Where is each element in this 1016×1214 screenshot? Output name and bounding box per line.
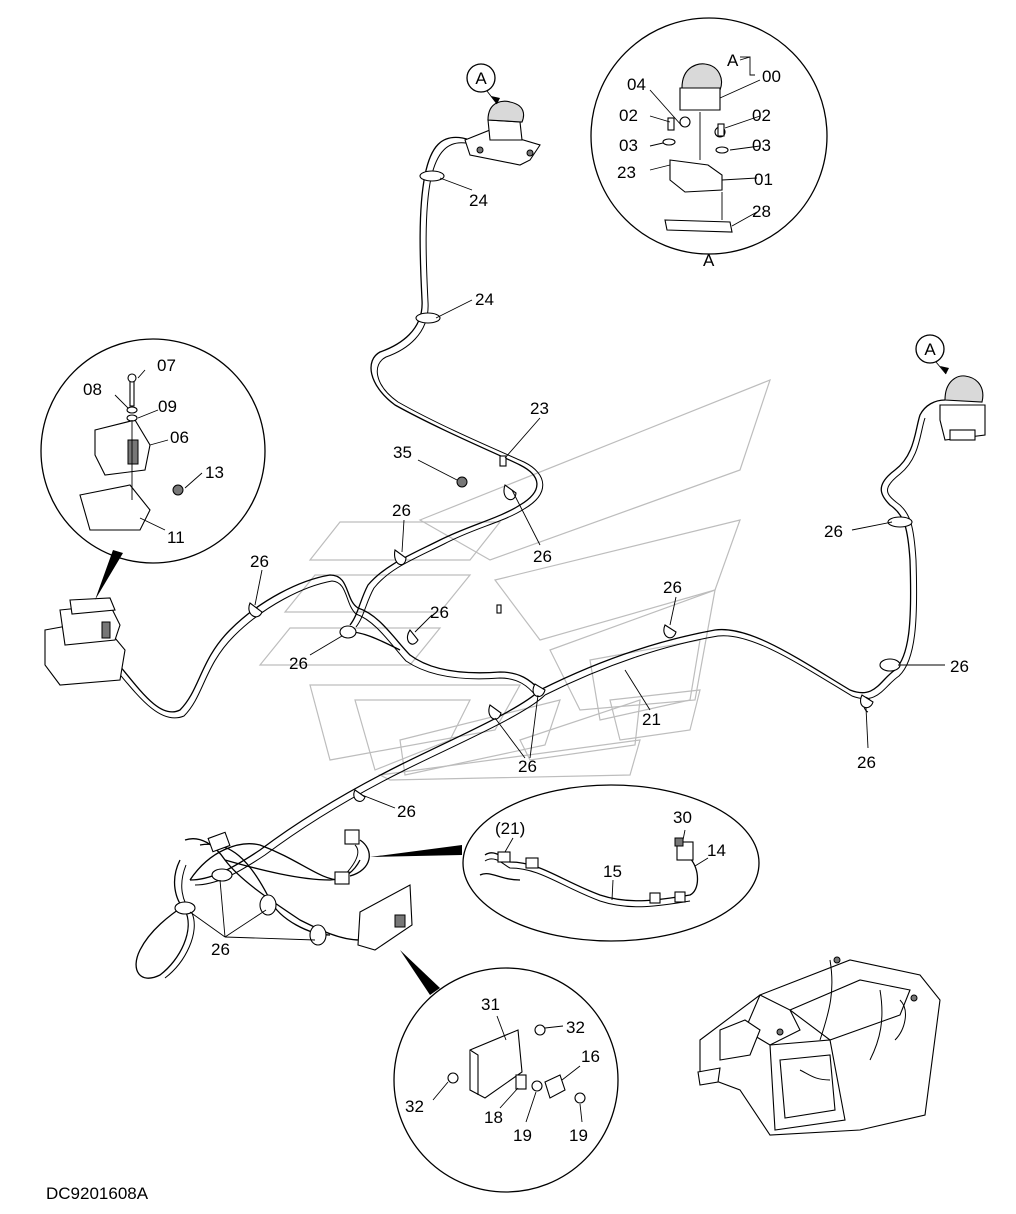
relay-box-main [44, 597, 126, 686]
bracket-icon [469, 1029, 523, 1099]
beacon-lamp-icon [681, 63, 723, 91]
callout-26-h: 26 [950, 657, 969, 676]
callout-a-bottom: A [703, 251, 715, 270]
lower-harness-assembly [207, 829, 413, 951]
callout-26-j: 26 [518, 757, 537, 776]
callout-23: 23 [530, 399, 549, 418]
view-marker-right: A [915, 334, 949, 375]
callout-01: 01 [754, 170, 773, 189]
view-marker-right-label: A [924, 340, 936, 359]
callout-03-right: 03 [752, 136, 771, 155]
leader-lines [189, 177, 945, 941]
callout-26-l: 26 [211, 940, 230, 959]
connector-icon [207, 831, 231, 853]
callout-32-right: 32 [566, 1018, 585, 1037]
callout-11: 11 [167, 528, 185, 547]
callout-26-c: 26 [250, 552, 269, 571]
callout-18: 18 [484, 1108, 503, 1127]
callout-23-detail: 23 [617, 163, 636, 182]
callout-21-ref: (21) [495, 819, 525, 838]
excavator-icon [697, 956, 941, 1136]
beacon-lamp-left [464, 100, 541, 166]
callout-08: 08 [83, 380, 102, 399]
callout-19-right: 19 [569, 1126, 588, 1145]
callout-21: 21 [642, 710, 661, 729]
callout-24-lower: 24 [475, 290, 494, 309]
wire-harness [111, 136, 946, 979]
callout-16: 16 [581, 1047, 600, 1066]
callout-26-i: 26 [857, 753, 876, 772]
callout-labels: A 00 04 02 02 03 03 23 01 28 A 24 24 23 … [46, 51, 969, 1203]
drawing-code: DC9201608A [46, 1184, 149, 1203]
callout-26-f: 26 [663, 578, 682, 597]
relay-box-icon [127, 439, 139, 465]
detail-harness-15 [370, 784, 760, 942]
beacon-lamp-icon [944, 375, 984, 403]
connector-icon [649, 892, 661, 904]
detail-bracket-31 [393, 950, 619, 1193]
callout-32-left: 32 [405, 1097, 424, 1116]
callout-02-left: 02 [619, 106, 638, 125]
harness-clamps [174, 170, 913, 946]
callout-09: 09 [158, 397, 177, 416]
callout-24-upper: 24 [469, 191, 488, 210]
view-marker-left: A [466, 63, 500, 105]
relay-box-icon [101, 621, 111, 639]
connector-icon [497, 851, 511, 863]
callout-00: 00 [762, 67, 781, 86]
callout-04: 04 [627, 75, 646, 94]
connector-icon [344, 829, 360, 845]
callout-06: 06 [170, 428, 189, 447]
callout-02-right: 02 [752, 106, 771, 125]
connector-icon [334, 871, 350, 885]
callout-30: 30 [673, 808, 692, 827]
view-marker-left-label: A [475, 69, 487, 88]
callout-31: 31 [481, 995, 500, 1014]
callout-26-k: 26 [397, 802, 416, 821]
connector-icon [674, 891, 686, 903]
callout-28: 28 [752, 202, 771, 221]
callout-15: 15 [603, 862, 622, 881]
callout-26-b: 26 [533, 547, 552, 566]
beacon-lamp-icon [487, 100, 525, 123]
callout-14: 14 [707, 841, 726, 860]
callout-35: 35 [393, 443, 412, 462]
callout-26-g: 26 [824, 522, 843, 541]
callout-13: 13 [205, 463, 224, 482]
watermark-logo [258, 378, 771, 781]
callout-07: 07 [157, 356, 176, 375]
callout-03-left: 03 [619, 136, 638, 155]
beacon-lamp-right [939, 375, 986, 441]
callout-26-e: 26 [289, 654, 308, 673]
detail-relay-box [40, 338, 266, 600]
detail-a-beacon-mount [590, 17, 828, 255]
callout-a-top: A [727, 51, 739, 70]
callout-26-d: 26 [430, 603, 449, 622]
callout-19-left: 19 [513, 1126, 532, 1145]
callout-26-a: 26 [392, 501, 411, 520]
connector-icon [525, 857, 539, 869]
